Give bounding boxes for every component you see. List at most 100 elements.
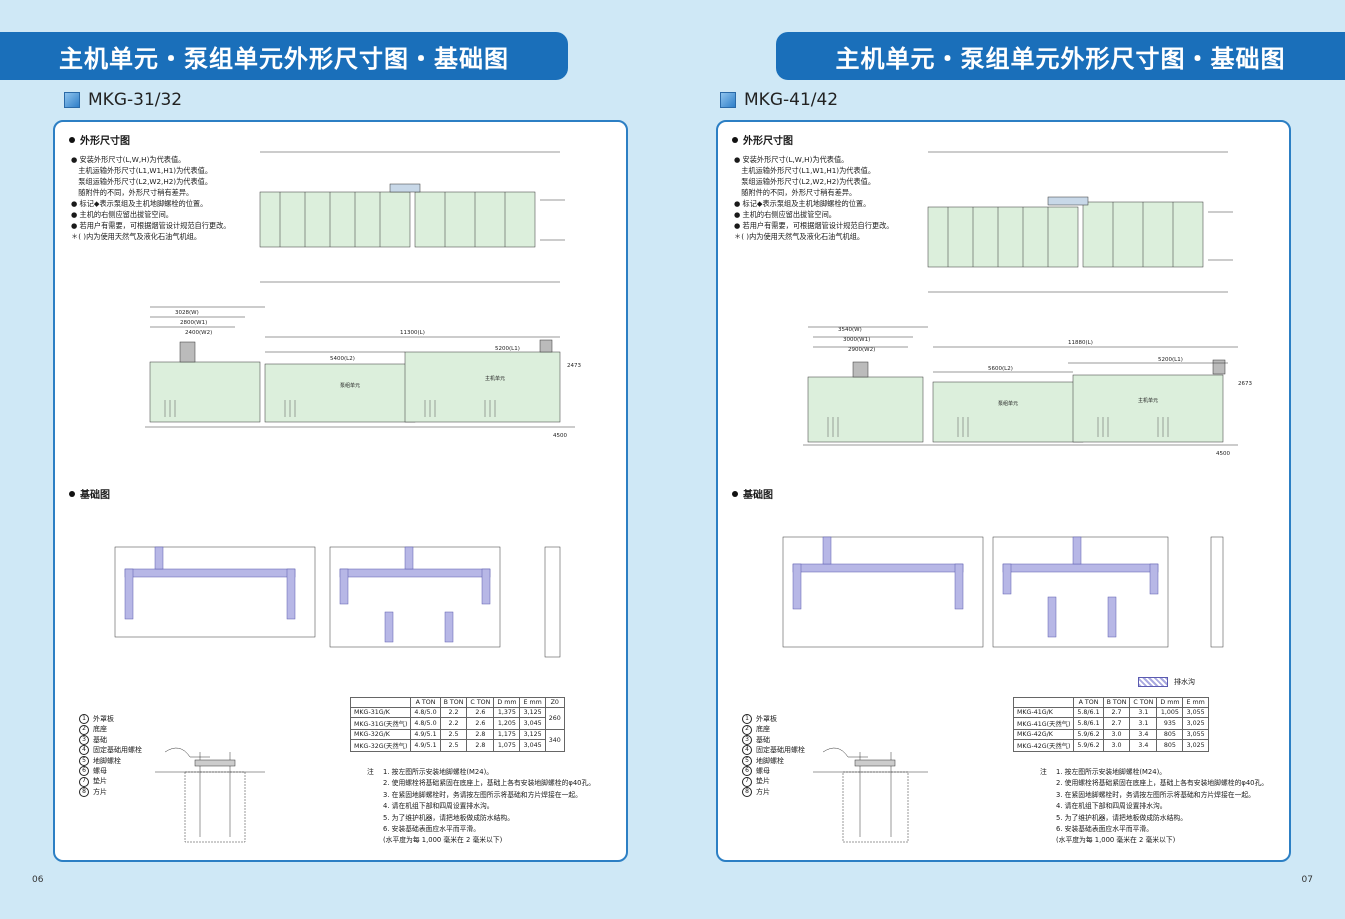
svg-text:2400(W2): 2400(W2): [185, 330, 212, 336]
plan-view-drawing: [240, 142, 570, 292]
table-header-row: A TON B TON C TON D mm E mm: [1012, 697, 1209, 708]
note-line: 随附件的不同，外形尺寸稍有差异。: [734, 188, 857, 197]
bullet-icon: [69, 136, 75, 143]
table-row: MKG-41G/K 5.8/6.1 2.7 3.1 1,005 3,055: [1012, 707, 1209, 718]
plan-view-drawing: [908, 142, 1248, 302]
note-line: ● 标记◆表示泵组及主机地脚螺栓的位置。: [71, 199, 208, 208]
svg-text:5400(L2): 5400(L2): [330, 356, 355, 362]
foundation-plan-drawing: [763, 507, 1233, 682]
anchor-bolt-section-drawing: [813, 707, 948, 852]
svg-text:2673: 2673: [1238, 381, 1252, 387]
elevation-view-drawing: 3540(W) 3000(W1) 2900(W2) 11880(L) 5200(…: [768, 317, 1278, 467]
note-line: ● 标记◆表示泵组及主机地脚螺栓的位置。: [734, 199, 871, 208]
bullet-icon: [69, 490, 75, 497]
foundation-plan-svg: [782, 536, 1224, 648]
section-outline-heading: 外形尺寸图: [732, 132, 793, 147]
section-outline-heading: 外形尺寸图: [69, 132, 130, 147]
note-line: 泵组运输外形尺寸(L2,W2,H2)为代表值。: [734, 177, 876, 186]
drawing-panel: 外形尺寸图 ● 安装外形尺寸(L,W,H)为代表值。 主机运输外形尺寸(L1,W…: [53, 120, 628, 862]
model-name: MKG-41/42: [744, 90, 839, 110]
svg-text:3540(W): 3540(W): [838, 327, 862, 333]
note-line: ＊( )内为使用天然气及液化石油气机组。: [71, 232, 202, 241]
svg-text:主机单元: 主机单元: [485, 375, 505, 382]
square-bullet-icon: [64, 92, 80, 108]
model-heading: MKG-41/42: [720, 90, 838, 110]
weight-table: A TON B TON C TON D mm E mm Z0 MKG-31G/K…: [349, 697, 565, 752]
svg-text:3000(W1): 3000(W1): [843, 337, 870, 343]
note-line: 泵组运输外形尺寸(L2,W2,H2)为代表值。: [71, 177, 213, 186]
page-title: 主机单元・泵组单元外形尺寸图・基础图: [0, 32, 568, 80]
anchor-bolt-section-drawing: [155, 712, 285, 852]
anchor-bolt-svg: [155, 747, 265, 843]
svg-text:泵组单元: 泵组单元: [340, 382, 360, 389]
table-row: MKG-41G(天然气) 5.8/6.1 2.7 3.1 935 3,025: [1012, 717, 1209, 730]
note-line: ● 主机的右侧应留出拔管空间。: [734, 210, 836, 219]
svg-text:主机单元: 主机单元: [1138, 397, 1158, 404]
svg-text:5200(L1): 5200(L1): [495, 346, 520, 352]
model-name: MKG-31/32: [88, 90, 183, 110]
note-line: ● 安装外形尺寸(L,W,H)为代表值。: [734, 155, 849, 164]
table-row: MKG-42G(天然气) 5.9/6.2 3.0 3.4 805 3,025: [1012, 739, 1209, 752]
table-row: MKG-42G/K 5.9/6.2 3.0 3.4 805 3,055: [1012, 729, 1209, 740]
bullet-icon: [732, 490, 738, 497]
foundation-plan-svg: [114, 546, 561, 658]
svg-text:2800(W1): 2800(W1): [180, 320, 207, 326]
page-number: 07: [1301, 875, 1313, 885]
foundation-plan-drawing: [95, 507, 565, 682]
note-line: ● 若用户有需要，可根据烟管设计规范自行更改。: [734, 221, 894, 230]
section-foundation-heading: 基础图: [732, 486, 773, 501]
svg-text:泵组单元: 泵组单元: [998, 400, 1018, 407]
weight-table: A TON B TON C TON D mm E mm MKG-41G/K 5.…: [1012, 697, 1209, 752]
svg-text:5200(L1): 5200(L1): [1158, 357, 1183, 363]
table-header-row: A TON B TON C TON D mm E mm Z0: [349, 697, 565, 708]
elevation-view-svg: 3540(W) 3000(W1) 2900(W2) 11880(L) 5200(…: [803, 326, 1252, 457]
note-line: 随附件的不同，外形尺寸稍有差异。: [71, 188, 194, 197]
outline-notes: ● 安装外形尺寸(L,W,H)为代表值。 主机运输外形尺寸(L1,W1,H1)为…: [734, 154, 924, 242]
table-row: MKG-31G(天然气) 4.8/5.0 2.2 2.6 1,205 3,045: [349, 717, 565, 730]
svg-text:11880(L): 11880(L): [1068, 340, 1093, 346]
note-line: ● 主机的右侧应留出拔管空间。: [71, 210, 173, 219]
page-number: 06: [32, 875, 44, 885]
svg-text:4500: 4500: [1216, 451, 1230, 457]
model-heading: MKG-31/32: [64, 90, 182, 110]
outline-notes: ● 安装外形尺寸(L,W,H)为代表值。 主机运输外形尺寸(L1,W1,H1)为…: [71, 154, 261, 242]
table-row: MKG-31G/K 4.8/5.0 2.2 2.6 1,375 3,125 26…: [349, 707, 565, 730]
svg-text:2473: 2473: [567, 363, 581, 369]
svg-text:4500: 4500: [553, 433, 567, 439]
table-row: MKG-32G/K 4.9/5.1 2.5 2.8 1,175 3,125 34…: [349, 729, 565, 752]
section-foundation-heading: 基础图: [69, 486, 110, 501]
anchor-bolt-svg: [813, 747, 928, 843]
note-line: ＊( )内为使用天然气及液化石油气机组。: [734, 232, 865, 241]
plan-view-svg: [927, 151, 1233, 293]
table-row: MKG-32G(天然气) 4.9/5.1 2.5 2.8 1,075 3,045: [349, 739, 565, 752]
svg-text:3028(W): 3028(W): [175, 310, 199, 316]
square-bullet-icon: [720, 92, 736, 108]
drawing-panel: 外形尺寸图 ● 安装外形尺寸(L,W,H)为代表值。 主机运输外形尺寸(L1,W…: [716, 120, 1291, 862]
drain-ditch-legend: 排水沟: [1138, 677, 1195, 687]
page-right: 主机单元・泵组单元外形尺寸图・基础图 MKG-41/42 外形尺寸图 ● 安装外…: [673, 0, 1345, 919]
elevation-view-drawing: 3028(W) 2800(W1) 2400(W2) 11300(L) 5200(…: [105, 292, 615, 462]
hatch-swatch-icon: [1138, 677, 1168, 687]
note-line: ● 若用户有需要，可根据烟管设计规范自行更改。: [71, 221, 231, 230]
elevation-view-svg: 3028(W) 2800(W1) 2400(W2) 11300(L) 5200(…: [145, 306, 581, 439]
svg-text:11300(L): 11300(L): [400, 330, 425, 336]
page-title: 主机单元・泵组单元外形尺寸图・基础图: [776, 32, 1345, 80]
